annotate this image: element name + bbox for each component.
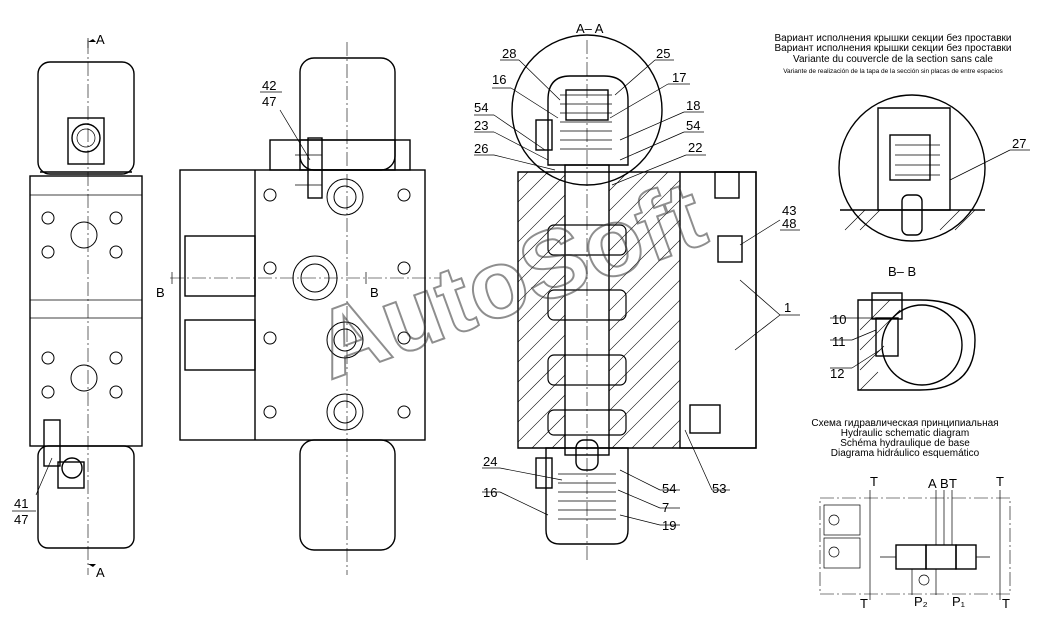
callout-27: 27 <box>1012 136 1026 151</box>
callout-10: 10 <box>832 312 846 327</box>
callout-54-left: 54 <box>474 100 488 115</box>
callout-53: 53 <box>712 481 726 496</box>
callout-54-lower: 54 <box>662 481 676 496</box>
port-b: B <box>940 476 949 491</box>
callout-41: 41 <box>14 496 28 511</box>
section-mark-a-bottom: A <box>96 565 105 580</box>
section-title-b-b: B– B <box>888 264 916 279</box>
callout-26: 26 <box>474 141 488 156</box>
callout-24: 24 <box>483 454 497 469</box>
callout-54-right: 54 <box>686 118 700 133</box>
variant-note-line-2: Вариант исполнения крышки секции без про… <box>774 42 1011 54</box>
section-mark-a-top: A <box>96 32 105 47</box>
callout-18: 18 <box>686 98 700 113</box>
callout-47-upper: 47 <box>262 94 276 109</box>
variant-note-line-1: Вариант исполнения крышки секции без про… <box>774 32 1011 44</box>
hydraulic-schematic: Схема гидравлическая принципиальная Hydr… <box>811 418 1011 611</box>
callout-19: 19 <box>662 518 676 533</box>
callout-17: 17 <box>672 70 686 85</box>
side-view: A A 41 47 <box>12 32 143 580</box>
port-p2: P₂ <box>914 594 928 609</box>
port-t-top-mid: T <box>949 476 957 491</box>
port-t-bottom-left: T <box>860 596 868 611</box>
variant-detail: Вариант исполнения крышки секции без про… <box>774 32 1030 242</box>
callout-47-lower: 47 <box>14 512 28 527</box>
callout-11: 11 <box>832 334 846 349</box>
front-view: 42 47 B B <box>156 42 440 575</box>
callout-43: 43 <box>782 203 796 218</box>
port-t-top-left: T <box>870 474 878 489</box>
port-a: A <box>928 476 937 491</box>
schematic-title-ru: Схема гидравлическая принципиальная <box>811 418 998 429</box>
callout-7: 7 <box>662 500 669 515</box>
section-b-b-view: B– B 10 11 12 <box>830 264 976 391</box>
callout-48: 48 <box>782 216 796 231</box>
spring-top <box>560 94 612 150</box>
schematic-title-en: Hydraulic schematic diagram <box>841 428 969 439</box>
callout-22: 22 <box>688 140 702 155</box>
port-t-bottom-right: T <box>1002 596 1010 611</box>
section-mark-b-right: B <box>370 285 379 300</box>
section-title-a-a: A– A <box>576 21 604 36</box>
callout-1: 1 <box>784 300 791 315</box>
variant-note-line-4: Variante de realización de la tapa de la… <box>783 68 1003 75</box>
callout-16-lower: 16 <box>483 485 497 500</box>
callout-42: 42 <box>262 78 276 93</box>
callout-16-upper: 16 <box>492 72 506 87</box>
port-p1: P₁ <box>952 594 966 609</box>
section-mark-b-left: B <box>156 285 165 300</box>
schematic-title-fr: Schéma hydraulique de base <box>840 438 970 449</box>
callout-28: 28 <box>502 46 516 61</box>
variant-note-line-3: Variante du couvercle de la section sans… <box>793 54 993 65</box>
schematic-title-es: Diagrama hidráulico esquemático <box>831 448 980 459</box>
callout-23: 23 <box>474 118 488 133</box>
port-t-top-right: T <box>996 474 1004 489</box>
callout-25: 25 <box>656 46 670 61</box>
section-a-a-view: A– A <box>474 21 800 560</box>
spring-bottom <box>558 473 616 520</box>
callout-12: 12 <box>830 366 844 381</box>
